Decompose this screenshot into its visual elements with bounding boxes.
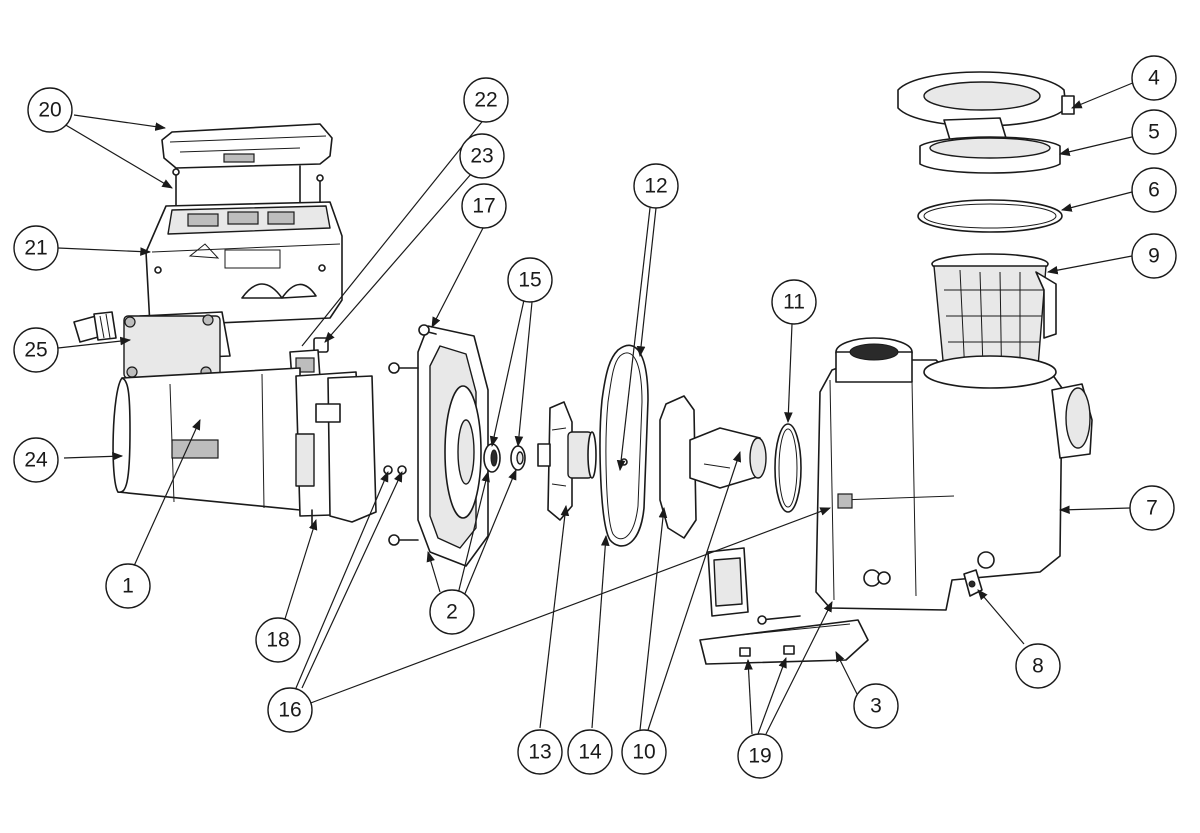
part-6-lid-o-ring <box>917 199 1063 233</box>
callout-21: 21 <box>13 225 59 271</box>
callout-19: 19 <box>737 733 783 779</box>
part-14-gasket <box>599 344 649 547</box>
callout-12-label: 12 <box>644 175 667 198</box>
callout-11: 11 <box>771 279 817 325</box>
callout-8: 8 <box>1015 643 1061 689</box>
callout-13: 13 <box>517 729 563 775</box>
callout-25-label: 25 <box>24 339 47 362</box>
callout-12: 12 <box>633 163 679 209</box>
callout-24-label: 24 <box>24 449 48 472</box>
callout-13-label: 13 <box>528 741 551 764</box>
callout-17: 17 <box>461 183 507 229</box>
callout-4-label: 4 <box>1148 67 1160 90</box>
callout-1: 1 <box>105 563 151 609</box>
callout-9: 9 <box>1131 233 1177 279</box>
part-13-impeller <box>537 401 597 521</box>
callout-5-label: 5 <box>1148 121 1160 144</box>
callout-14-label: 14 <box>578 741 602 764</box>
part-3-base <box>699 547 869 665</box>
callout-8-label: 8 <box>1032 655 1044 678</box>
callout-6: 6 <box>1131 167 1177 213</box>
callout-3-label: 3 <box>870 695 882 718</box>
callout-2-label: 2 <box>446 601 458 624</box>
callout-22-label: 22 <box>474 89 497 112</box>
callout-2: 2 <box>429 589 475 635</box>
callout-21-label: 21 <box>24 237 47 260</box>
callout-3: 3 <box>853 683 899 729</box>
callout-16: 16 <box>267 687 313 733</box>
callout-4: 4 <box>1131 55 1177 101</box>
callout-18: 18 <box>255 617 301 663</box>
callout-23-label: 23 <box>470 145 493 168</box>
part-4-lid-ring <box>897 71 1075 141</box>
callout-16-label: 16 <box>278 699 301 722</box>
part-25-conduit-fitting <box>73 311 117 343</box>
callout-10: 10 <box>621 729 667 775</box>
callout-24: 24 <box>13 437 59 483</box>
part-11-o-ring <box>774 423 802 513</box>
callout-20-label: 20 <box>38 99 61 122</box>
callout-1-label: 1 <box>122 575 134 598</box>
callout-22: 22 <box>463 77 509 123</box>
callout-9-label: 9 <box>1148 245 1160 268</box>
part-10-diffuser <box>659 395 767 539</box>
part-7-pump-housing <box>815 337 1093 611</box>
part-20-drive-cover <box>161 123 333 215</box>
part-15-seal <box>483 443 526 473</box>
leader-lines <box>57 81 1137 735</box>
part-21-drive-housing <box>145 201 343 327</box>
callout-23: 23 <box>459 133 505 179</box>
callout-18-label: 18 <box>266 629 289 652</box>
callout-20: 20 <box>27 87 73 133</box>
callout-7: 7 <box>1129 485 1175 531</box>
part-1-24-motor <box>112 311 377 529</box>
callout-10-label: 10 <box>632 741 655 764</box>
callout-7-label: 7 <box>1146 497 1158 520</box>
callout-5: 5 <box>1131 109 1177 155</box>
callout-15: 15 <box>507 257 553 303</box>
callout-6-label: 6 <box>1148 179 1160 202</box>
part-5-lid <box>919 136 1061 174</box>
callout-11-label: 11 <box>783 291 805 314</box>
callout-14: 14 <box>567 729 613 775</box>
part-2-seal-plate <box>383 324 489 567</box>
callout-25: 25 <box>13 327 59 373</box>
callout-19-label: 19 <box>748 745 771 768</box>
callout-15-label: 15 <box>518 269 541 292</box>
callout-17-label: 17 <box>472 195 495 218</box>
